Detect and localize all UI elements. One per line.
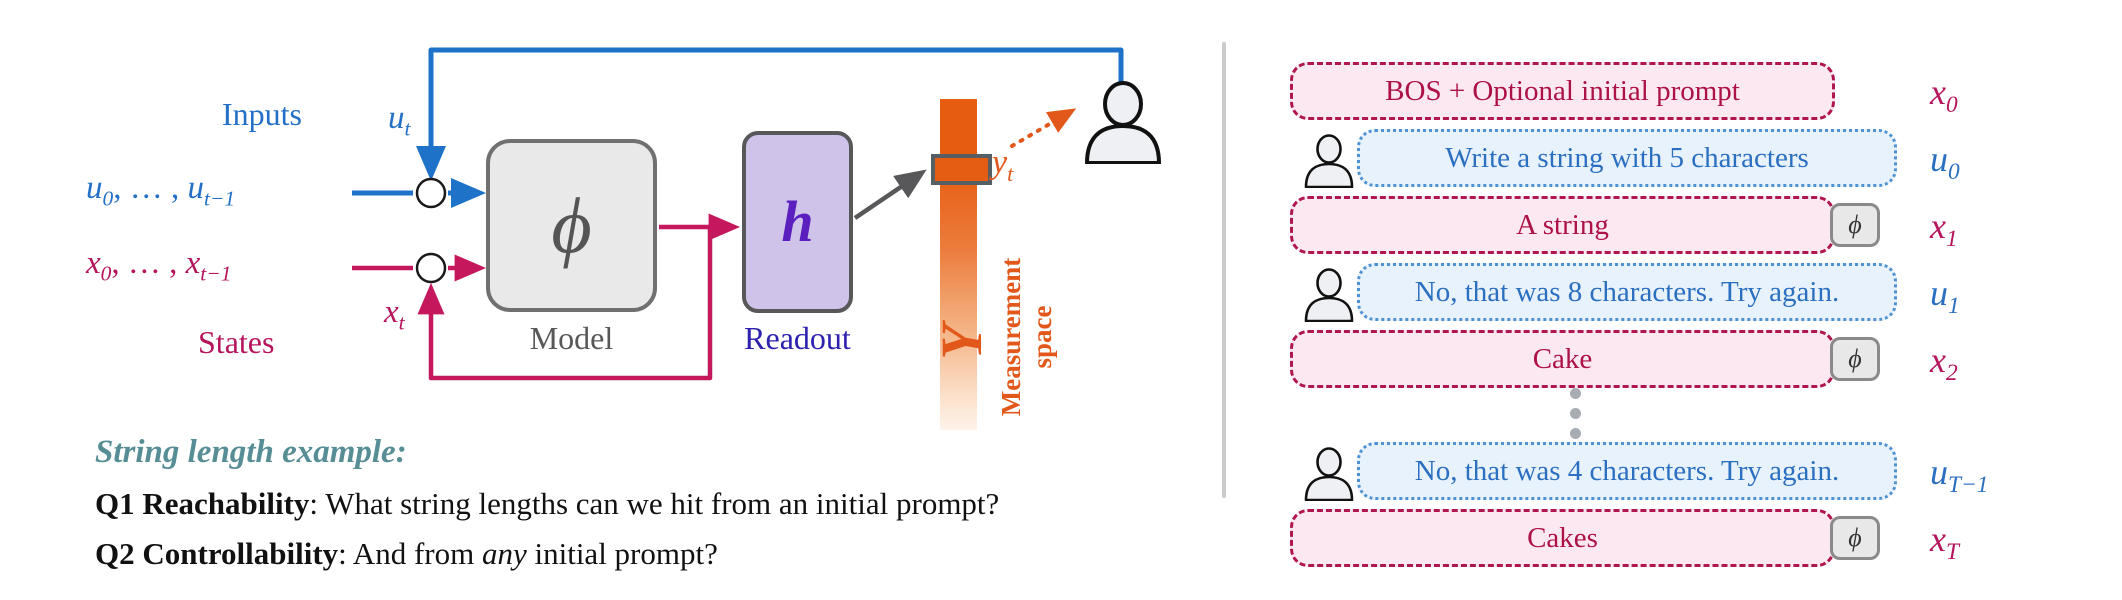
state-feedback-line [417,227,713,381]
user-icon [1304,134,1354,188]
states-label: States [198,324,275,360]
ut-label: ut [388,100,411,141]
readout-box: h [742,131,853,313]
q1-reachability-line: Q1 Reachability: What string lengths can… [95,486,1000,521]
h-symbol: h [781,189,814,254]
input-bubble-uT-1: No, that was 4 characters. Try again. [1357,442,1897,500]
x-series-label: x0, … , xt−1 [86,245,232,286]
yt-label: yt [992,144,1014,186]
readout-caption: Readout [744,320,851,356]
input-label-uT-1: uT−1 [1930,452,1989,499]
q2-controllability-line: Q2 Controllability: And from any initial… [95,536,718,571]
u-series-label: u0, … , ut−1 [86,170,236,211]
yt-to-human-dotted-arrow [1010,108,1077,148]
state-bubble-x2: Cake [1290,330,1835,388]
input-label-u0: u0 [1930,139,1960,186]
diagram-connectors [352,47,1124,381]
state-bubble-xT: Cakes [1290,509,1835,567]
model-box: ϕ [486,139,657,312]
feedback-loop-blue-line [416,47,1124,182]
readout-to-measurement-arrow [853,169,927,220]
inputs-label: Inputs [222,96,302,132]
yt-measurement-marker [931,154,992,185]
control-loop-diagram: Inputs ut u0, … , ut−1 x0, … , xt−1 Stat… [86,47,1161,571]
xt-label: xt [384,294,405,335]
user-icon [1304,268,1354,322]
input-sum-node [415,177,447,209]
phi-transition-badge: ϕ [1830,516,1880,560]
state-label-x1: x1 [1930,206,1958,253]
model-caption: Model [529,320,614,356]
phi-transition-badge: ϕ [1830,337,1880,381]
panel-divider [1222,42,1226,498]
state-label-xT: xT [1930,519,1959,566]
state-bubble-x0: BOS + Optional initial prompt [1290,62,1835,120]
phi-transition-badge: ϕ [1830,203,1880,247]
state-label-x2: x2 [1930,340,1958,387]
human-icon [1085,81,1161,164]
input-label-u1: u1 [1930,273,1960,320]
state-label-x0: x0 [1930,72,1958,119]
input-bubble-u0: Write a string with 5 characters [1357,129,1897,187]
example-heading: String length example: [95,434,407,470]
user-icon [1304,447,1354,501]
state-bubble-x1: A string [1290,196,1835,254]
input-bubble-u1: No, that was 8 characters. Try again. [1357,263,1897,321]
state-sum-node [415,252,447,284]
phi-symbol: ϕ [551,181,592,269]
